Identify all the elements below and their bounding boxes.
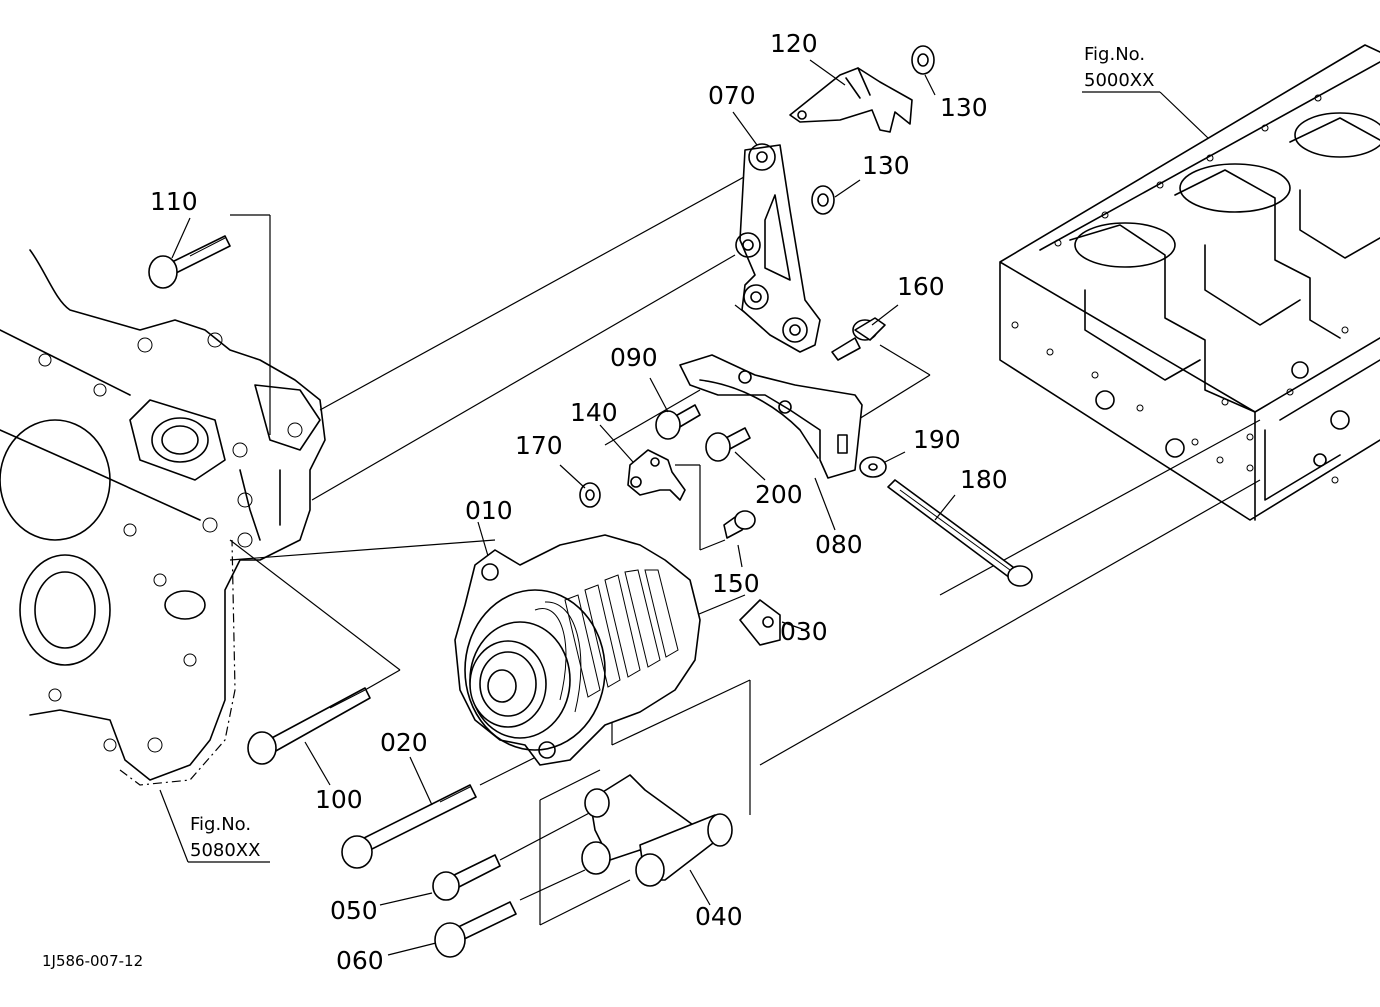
part-130-nut-lower [811,185,835,215]
label-130-upper: 130 [940,93,988,122]
part-010-alternator [454,534,701,766]
fig-ref-top-line2: 5000XX [1084,70,1154,91]
diagram-code: 1J586-007-12 [42,952,143,970]
part-130-nut-upper [911,45,935,75]
label-110: 110 [150,187,198,216]
engine-block [999,44,1380,521]
label-070: 070 [708,81,756,110]
part-140-lever [627,449,686,501]
label-060: 060 [336,946,384,975]
part-050-bolt [432,854,501,901]
part-170-nut [579,482,601,508]
fig-ref-5000xx: Fig.No. 5000XX [1084,44,1154,91]
label-190: 190 [913,425,961,454]
part-200-bolt [705,427,751,462]
label-120: 120 [770,29,818,58]
part-080-adjust-plate [679,354,863,479]
part-110-bolt [148,235,231,289]
label-100: 100 [315,785,363,814]
fig-ref-bottom-line1: Fig.No. [190,814,251,835]
label-170: 170 [515,431,563,460]
part-060-bolt [434,901,517,958]
label-130-lower: 130 [862,151,910,180]
label-030: 030 [780,617,828,646]
label-020: 020 [380,728,428,757]
label-010: 010 [465,496,513,525]
label-180: 180 [960,465,1008,494]
part-070-alternator-stay [735,143,821,353]
label-080: 080 [815,530,863,559]
part-090-bolt [655,404,701,440]
label-160: 160 [897,272,945,301]
label-150: 150 [712,569,760,598]
label-040: 040 [695,902,743,931]
assembly-guide-lines [229,159,1261,926]
part-150-bolt [723,510,756,539]
label-140: 140 [570,398,618,427]
part-labels: 010 020 030 040 050 060 070 080 090 100 … [150,29,1008,975]
fig-ref-5080xx: Fig.No. 5080XX [190,814,260,861]
label-050: 050 [330,896,378,925]
fig-ref-top-line1: Fig.No. [1084,44,1145,65]
label-200: 200 [755,480,803,509]
part-030-clip [739,599,781,646]
part-120-bracket [789,67,913,133]
leader-lines [159,59,1209,956]
fig-ref-bottom-line2: 5080XX [190,840,260,861]
part-160-bolt [831,317,886,361]
part-100-bolt [247,687,371,765]
gear-case [0,249,326,786]
label-090: 090 [610,343,658,372]
part-190-washer [859,456,887,478]
part-180-long-bolt [887,479,1033,587]
part-020-bolt [341,784,477,869]
part-040-lower-stay [581,774,733,887]
